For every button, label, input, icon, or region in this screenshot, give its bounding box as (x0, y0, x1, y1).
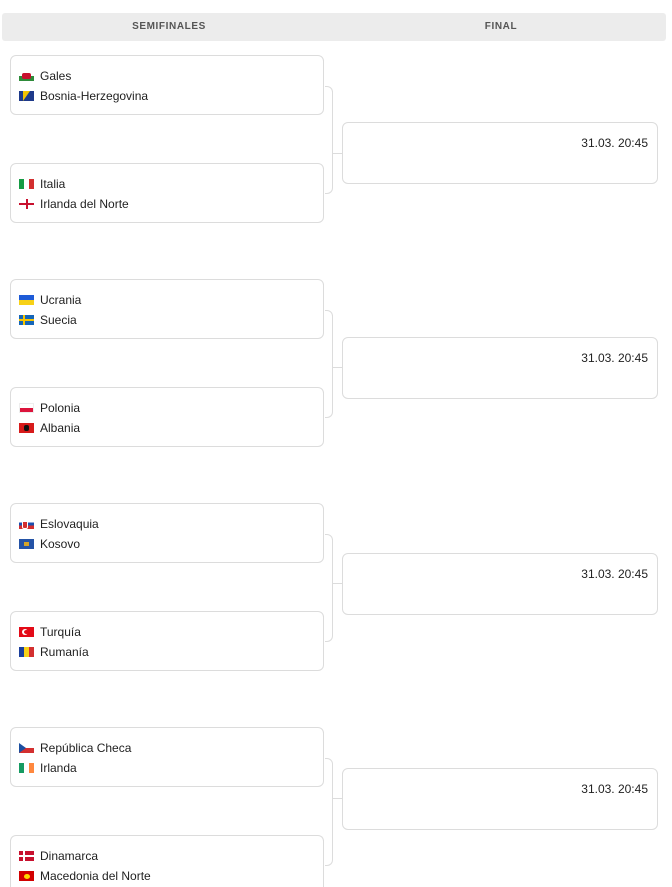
match-datetime: 31.03. 20:45 (581, 567, 648, 581)
italy-flag-icon (19, 179, 34, 189)
team-name: Bosnia-Herzegovina (40, 89, 149, 103)
team-name: Turquía (40, 625, 81, 639)
team-row: Albania (19, 419, 80, 437)
final-match-card[interactable]: 31.03. 20:45 (342, 768, 658, 830)
bracket-header: SEMIFINALES FINAL (2, 13, 666, 41)
semifinal-match-card[interactable]: República Checa Irlanda (10, 727, 324, 787)
team-row: Italia (19, 175, 65, 193)
team-name: Irlanda del Norte (40, 197, 129, 211)
bracket-connector-line (333, 367, 342, 368)
bracket-connector (325, 310, 333, 418)
team-name: Dinamarca (40, 849, 99, 863)
team-row: Bosnia-Herzegovina (19, 87, 148, 105)
team-name: Italia (40, 177, 66, 191)
team-row: Gales (19, 67, 71, 85)
match-datetime: 31.03. 20:45 (581, 351, 648, 365)
team-row: Kosovo (19, 535, 80, 553)
team-row: Polonia (19, 399, 80, 417)
team-name: Gales (40, 69, 72, 83)
semifinal-match-card[interactable]: Gales Bosnia-Herzegovina (10, 55, 324, 115)
team-name: Macedonia del Norte (40, 869, 151, 883)
poland-flag-icon (19, 403, 34, 413)
team-row: Irlanda del Norte (19, 195, 129, 213)
final-match-card[interactable]: 31.03. 20:45 (342, 553, 658, 615)
team-name: Irlanda (40, 761, 77, 775)
north-macedonia-flag-icon (19, 871, 34, 881)
turkey-flag-icon (19, 627, 34, 637)
team-row: Macedonia del Norte (19, 867, 151, 885)
bracket-connector (325, 86, 333, 194)
czech-republic-flag-icon (19, 743, 34, 753)
bosnia-herzegovina-flag-icon (19, 91, 34, 101)
team-name: Albania (40, 421, 81, 435)
semifinals-column-header: SEMIFINALES (132, 21, 206, 32)
semifinal-match-card[interactable]: Turquía Rumanía (10, 611, 324, 671)
team-name: Suecia (40, 313, 77, 327)
kosovo-flag-icon (19, 539, 34, 549)
team-name: Kosovo (40, 537, 81, 551)
albania-flag-icon (19, 423, 34, 433)
team-name: Ucrania (40, 293, 82, 307)
wales-flag-icon (19, 71, 34, 81)
match-datetime: 31.03. 20:45 (581, 782, 648, 796)
romania-flag-icon (19, 647, 34, 657)
sweden-flag-icon (19, 315, 34, 325)
team-name: Rumanía (40, 645, 89, 659)
slovakia-flag-icon (19, 519, 34, 529)
bracket-connector-line (333, 798, 342, 799)
team-row: Turquía (19, 623, 81, 641)
team-row: República Checa (19, 739, 131, 757)
semifinal-match-card[interactable]: Polonia Albania (10, 387, 324, 447)
team-name: Polonia (40, 401, 81, 415)
team-name: República Checa (40, 741, 132, 755)
final-match-card[interactable]: 31.03. 20:45 (342, 122, 658, 184)
team-row: Suecia (19, 311, 77, 329)
team-row: Ucrania (19, 291, 81, 309)
team-row: Rumanía (19, 643, 89, 661)
semifinal-match-card[interactable]: Eslovaquia Kosovo (10, 503, 324, 563)
team-row: Eslovaquia (19, 515, 99, 533)
bracket-connector-line (333, 583, 342, 584)
semifinal-match-card[interactable]: Dinamarca Macedonia del Norte (10, 835, 324, 887)
bracket-connector (325, 534, 333, 642)
team-row: Dinamarca (19, 847, 98, 865)
bracket-connector-line (333, 153, 342, 154)
match-datetime: 31.03. 20:45 (581, 136, 648, 150)
semifinal-match-card[interactable]: Ucrania Suecia (10, 279, 324, 339)
bracket-connector (325, 758, 333, 866)
final-column-header: FINAL (484, 21, 518, 32)
ireland-flag-icon (19, 763, 34, 773)
denmark-flag-icon (19, 851, 34, 861)
ukraine-flag-icon (19, 295, 34, 305)
northern-ireland-flag-icon (19, 199, 34, 209)
semifinal-match-card[interactable]: Italia Irlanda del Norte (10, 163, 324, 223)
team-row: Irlanda (19, 759, 77, 777)
team-name: Eslovaquia (40, 517, 99, 531)
final-match-card[interactable]: 31.03. 20:45 (342, 337, 658, 399)
